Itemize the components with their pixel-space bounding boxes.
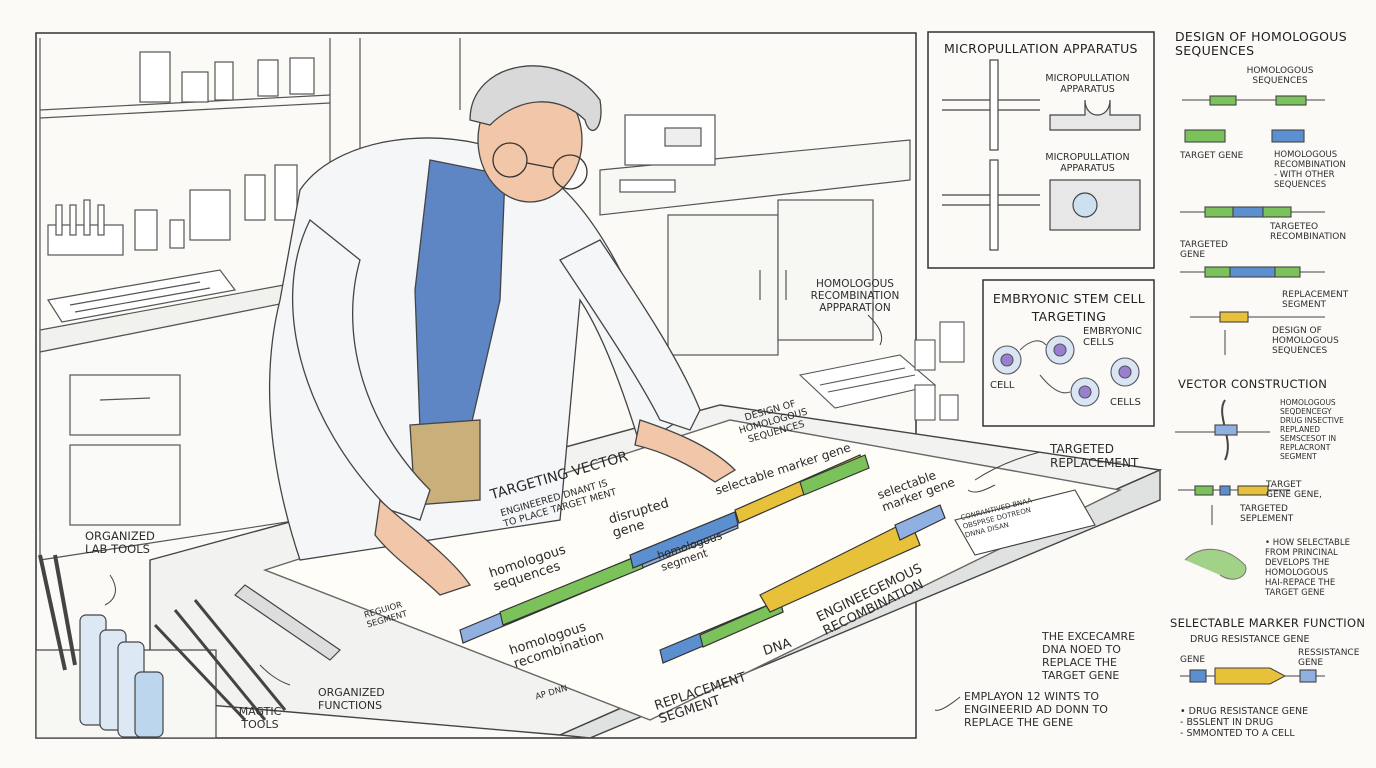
emplayon-note: EMPLAYON 12 WINTS TO ENGINEERID AD DONN …: [964, 690, 1108, 729]
cell-label: CELL: [990, 380, 1015, 391]
design-panel-title: DESIGN OF HOMOLOGOUS SEQUENCES: [1175, 29, 1347, 58]
vector-how-selectable-note: • HOW SELECTABLE FROM PRINCINAL DEVELOPS…: [1265, 538, 1350, 598]
organized-lab-tools-label: ORGANIZED LAB TOOLS: [85, 529, 155, 556]
resistance-gene-label: RESSISTANCE GENE: [1298, 648, 1360, 668]
design-homologous-sequences-label: HOMOLOGOUS SEQUENCES: [1246, 66, 1314, 86]
scientist: [268, 65, 737, 596]
front-lab-tools: [35, 554, 341, 739]
embryonic-title: EMBRYONIC STEM CELL TARGETING: [992, 291, 1146, 324]
excecamre-note: THE EXCECAMRE DNA NOED TO REPLACE THE TA…: [1042, 630, 1136, 682]
cells-label: CELLS: [1110, 397, 1141, 408]
embryonic-cells-drawing: [992, 335, 1140, 407]
design-of-homologous-label: DESIGN OF HOMOLOGOUS SEQUENCES: [1272, 326, 1339, 356]
back-counter: [39, 164, 301, 561]
magtic-tools-label: MAGTIC TOOLS: [238, 705, 282, 731]
info-card: [954, 489, 1096, 556]
vector-target-gene-label: TARGET GENE GENE,: [1266, 480, 1322, 500]
homologous-apparatus-label: HOMOLOGOUS RECOMBINATION APPPARATION: [810, 278, 900, 314]
micropullation-drawing: [942, 59, 1141, 251]
selectable-gene-label: GENE: [1180, 655, 1206, 665]
micropullation-label-2: MICROPULLATION APPARATUS: [1045, 152, 1130, 174]
dna-bars: [459, 454, 946, 664]
micropullation-label-1: MICROPULLATION APPARATUS: [1045, 73, 1130, 95]
vector-construction-drawing: [1175, 399, 1290, 580]
micropullation-title: MICROPULLATION APPARATUS: [944, 41, 1138, 56]
right-tray: [798, 321, 965, 421]
leader-lines: [104, 314, 1226, 711]
right-cabinets: [599, 114, 911, 356]
design-targeted-recombination-label: TARGETEO RECOMBINATION: [1270, 222, 1347, 242]
vector-construction-title: VECTOR CONSTRUCTION: [1178, 377, 1328, 391]
design-homologous-recombination-label: HOMOLOGOUS RECOMBINATION - WITH OTHER SE…: [1274, 150, 1346, 190]
selectable-marker-drawing: [1180, 667, 1325, 685]
design-targeted-gene-label: TARGETED GENE: [1180, 240, 1228, 260]
design-replacement-segment-label: REPLACEMENT SEGMENT: [1282, 290, 1349, 310]
micropullation-frame: [927, 31, 1155, 269]
targeted-replacement-label: TARGETED REPLACEMENT: [1050, 442, 1139, 470]
design-target-gene-label: TARGET GENE: [1180, 151, 1244, 161]
organized-functions-label: ORGANIZED FUNCTIONS: [318, 686, 385, 712]
vector-targeted-seplement-label: TARGETED SEPLEMENT: [1240, 504, 1294, 524]
embryonic-frame: [982, 279, 1155, 427]
vector-description: HOMOLOGOUS SEQDENCEGY DRUG INSECTIVE REP…: [1280, 398, 1344, 461]
design-homologous-drawing: [1180, 95, 1325, 323]
selectable-marker-title: SELECTABLE MARKER FUNCTION: [1170, 616, 1366, 630]
drug-resistance-gene-label: DRUG RESISTANCE GENE: [1190, 634, 1310, 645]
selectable-bullets: • DRUG RESISTANCE GENE - BSSLENT IN DRUG…: [1180, 706, 1309, 739]
embryonic-cells-label: EMBRYONIC CELLS: [1083, 326, 1142, 348]
back-shelving: [39, 38, 461, 530]
